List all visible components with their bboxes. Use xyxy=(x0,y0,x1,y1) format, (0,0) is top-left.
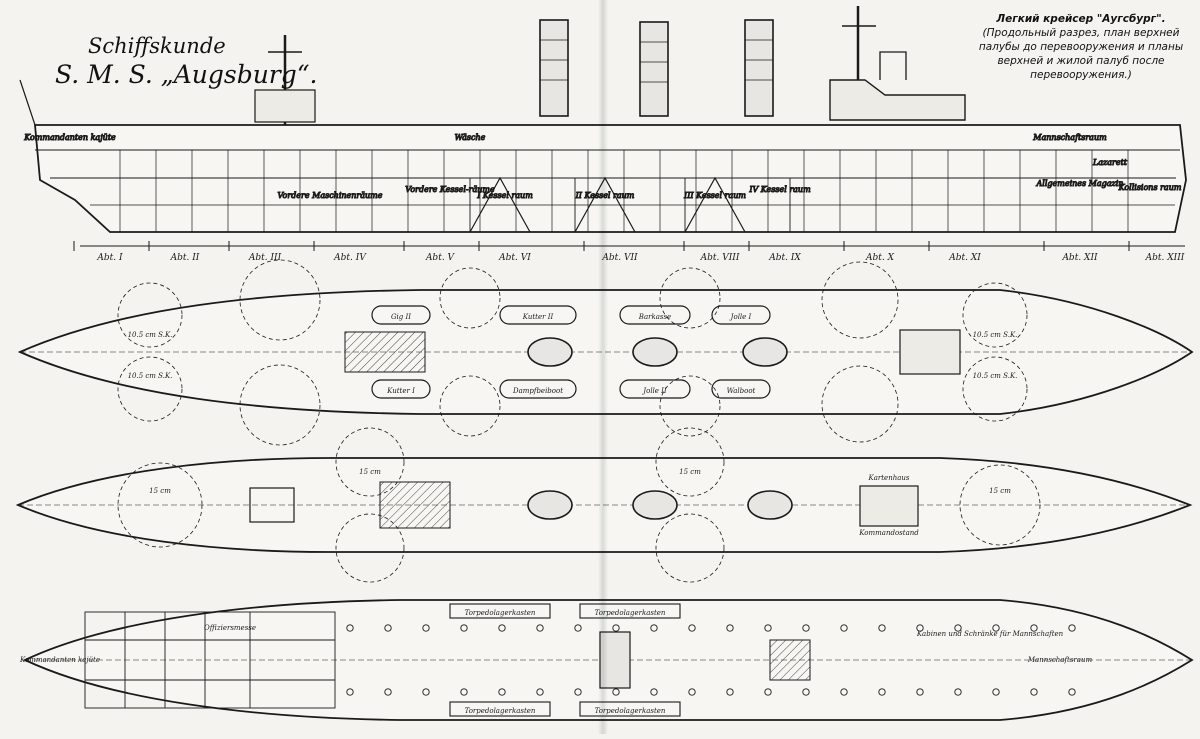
refit-deck-label: Kommandostand xyxy=(858,529,919,537)
living-deck-plan xyxy=(22,599,1194,721)
section-label: Abt. XI xyxy=(948,253,981,263)
profile-label: Kollisions raum xyxy=(1118,183,1182,192)
profile-label: III Kessel raum xyxy=(683,191,746,200)
refit-deck-label: 15 cm xyxy=(359,468,381,476)
caption-heading: Легкий крейсер "Аугсбург". xyxy=(996,13,1166,25)
refit-deck-label: Kartenhaus xyxy=(868,474,910,482)
section-scale xyxy=(73,241,1185,251)
profile-label: II Kessel raum xyxy=(575,191,635,200)
upper-deck-label: 10.5 cm S.K. xyxy=(973,372,1018,380)
profile-label: Vordere Maschinenräume xyxy=(277,191,382,200)
funnel-3 xyxy=(744,19,774,117)
upper-deck-label: Kutter I xyxy=(386,387,415,395)
section-label: Abt. VIII xyxy=(700,253,740,263)
caption-body: (Продольный разрез, план верхней палубы … xyxy=(978,27,1184,81)
section-label: Abt. XIII xyxy=(1145,253,1185,263)
upper-deck-label: 10.5 cm S.K. xyxy=(973,331,1018,339)
page-fold xyxy=(598,0,608,734)
after-refit-deck-plan xyxy=(15,427,1193,583)
profile-label: Kommandanten kajüte xyxy=(23,133,116,142)
upper-deck-label: Gig II xyxy=(391,313,411,321)
profile-label: Lazarett xyxy=(1092,158,1128,167)
section-label: Abt. X xyxy=(865,253,895,263)
living-deck-label: Torpedolagerkasten xyxy=(465,609,536,617)
refit-deck-label: 15 cm xyxy=(989,487,1011,495)
upper-deck-label: Jolle II xyxy=(641,387,667,395)
section-label: Abt. VI xyxy=(498,253,531,263)
caption-block: Легкий крейсер "Аугсбург". (Продольный р… xyxy=(970,12,1192,82)
profile-label: I Kessel raum xyxy=(476,191,533,200)
living-deck-label: Torpedolagerkasten xyxy=(465,707,536,715)
upper-deck-label: Dampfbeiboot xyxy=(512,387,563,395)
upper-deck-label: Jolle I xyxy=(729,313,752,321)
living-deck-label: Kabinen und Schränke für Mannschaften xyxy=(916,630,1064,638)
section-label: Abt. V xyxy=(425,253,456,263)
section-label: Abt. IV xyxy=(333,253,367,263)
funnel-2 xyxy=(639,21,669,117)
profile-label: Wäsche xyxy=(455,133,486,142)
upper-deck-label: Walboot xyxy=(727,387,756,395)
living-deck-label: Mannschaftsraum xyxy=(1027,656,1093,664)
living-deck-label: Offiziersmesse xyxy=(204,624,256,632)
upper-deck-label: Kutter II xyxy=(522,313,554,321)
profile-label: IV Kessel raum xyxy=(748,185,811,194)
section-label: Abt. II xyxy=(170,253,200,263)
living-deck-label: Torpedolagerkasten xyxy=(595,609,666,617)
section-label: Abt. XII xyxy=(1061,253,1098,263)
upper-deck-label: 10.5 cm S.K. xyxy=(128,372,173,380)
section-labels: Abt. I Abt. II Abt. III Abt. IV Abt. V Abt. V… xyxy=(96,253,1184,263)
profile-label: Vordere Kessel-räume xyxy=(405,185,495,194)
upper-deck-label: Barkasse xyxy=(638,313,671,321)
section-label: Abt. IX xyxy=(768,253,801,263)
upper-deck-label: 10.5 cm S.K. xyxy=(128,331,173,339)
refit-deck-label: 15 cm xyxy=(149,487,171,495)
funnel-1 xyxy=(539,19,569,117)
refit-deck-label: 15 cm xyxy=(679,468,701,476)
section-label: Abt. I xyxy=(96,253,123,263)
title-line-2: S. M. S. „Augsburg“. xyxy=(55,60,318,89)
title-line-1: Schiffskunde xyxy=(88,34,226,58)
profile-label: Mannschaftsraum xyxy=(1032,133,1107,142)
living-deck-label: Kommandanten kajüte xyxy=(19,656,100,664)
bridge-superstructure xyxy=(829,79,966,121)
section-label: Abt. III xyxy=(248,253,282,263)
profile-label: Allgemeines Magazin xyxy=(1036,179,1124,188)
living-deck-label: Torpedolagerkasten xyxy=(595,707,666,715)
section-label: Abt. VII xyxy=(601,253,638,263)
upper-deck-plan xyxy=(17,259,1194,446)
